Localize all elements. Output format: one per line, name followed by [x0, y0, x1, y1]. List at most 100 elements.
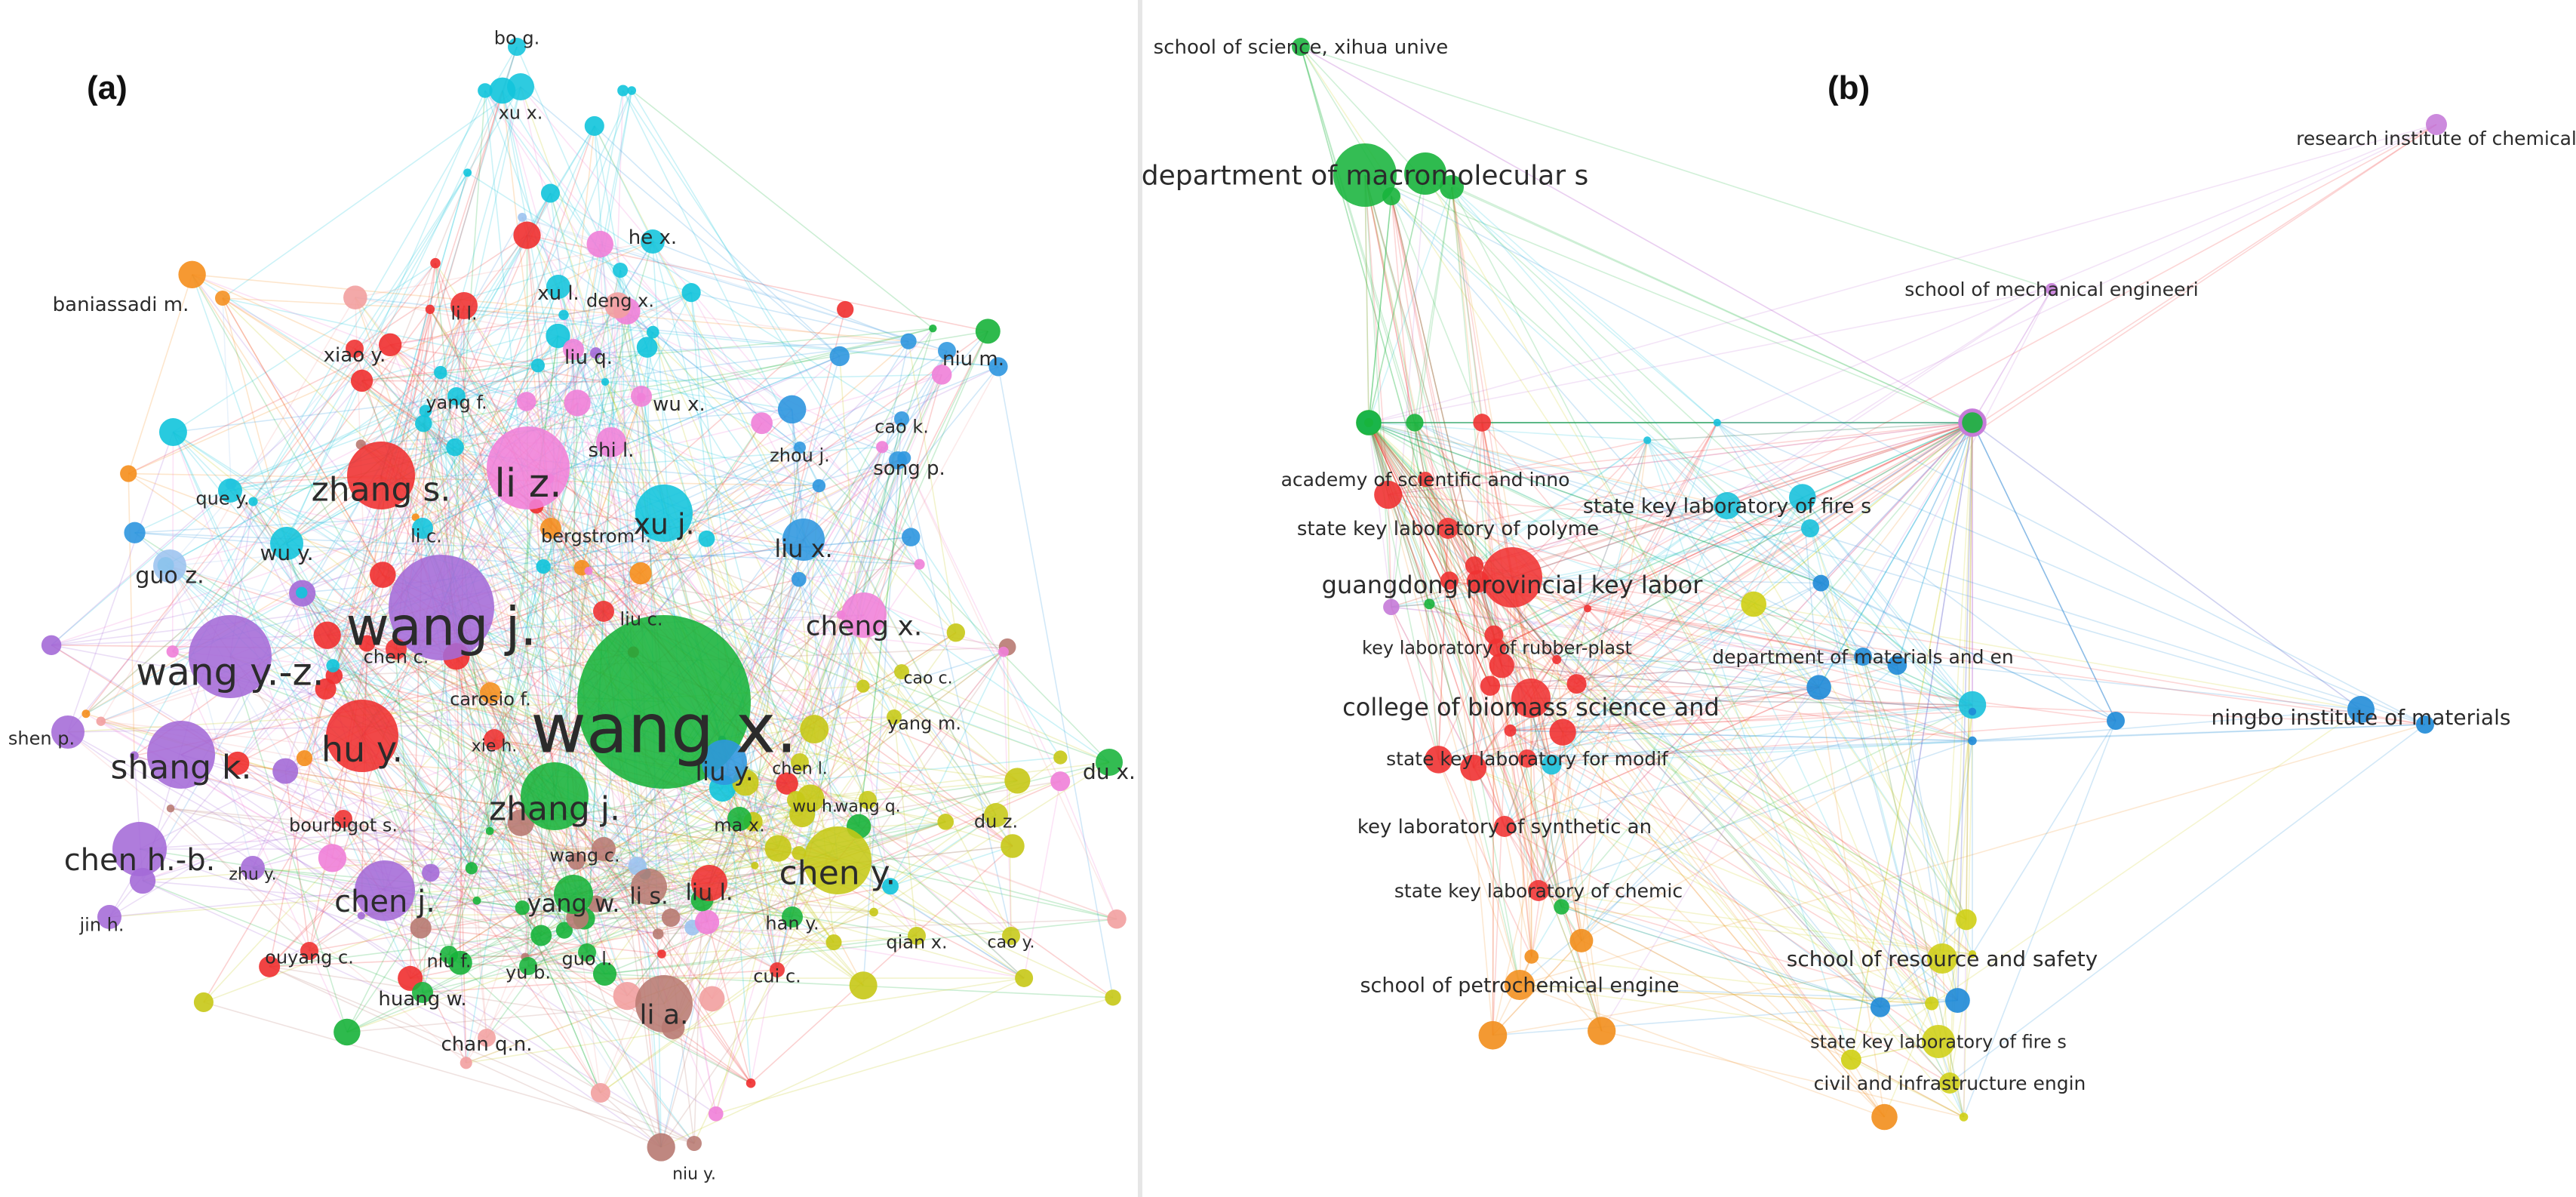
edge	[1391, 195, 1440, 760]
edge	[1451, 186, 1973, 423]
node-unlabeled	[601, 377, 610, 386]
edge	[1368, 124, 2437, 423]
node-label-mech-eng: school of mechanical engineeri	[1904, 278, 2198, 300]
edge	[745, 632, 957, 783]
node-label-research-chem: research institute of chemical	[2296, 128, 2576, 149]
edge	[1526, 664, 1898, 759]
edge	[520, 823, 529, 967]
edge	[603, 787, 723, 850]
edge	[1391, 195, 1973, 712]
edge	[1492, 635, 1495, 1035]
edge	[1391, 607, 1440, 760]
node-unlabeled	[485, 826, 494, 835]
edge	[1368, 422, 1474, 768]
edge	[134, 755, 574, 895]
node-unlabeled	[472, 896, 481, 905]
edge	[284, 771, 310, 952]
node-zhang-s	[347, 442, 415, 509]
node-label-rubber-plast: key laboratory of rubber-plast	[1362, 637, 1632, 658]
edge	[361, 331, 653, 737]
edge	[754, 447, 883, 866]
edge	[752, 447, 801, 822]
edge	[332, 286, 559, 666]
edge	[660, 651, 1004, 1148]
edge	[862, 685, 1061, 759]
node-unlabeled	[1107, 909, 1127, 929]
edge	[1511, 577, 1528, 759]
node-yang-w	[554, 875, 593, 914]
node-chan-qn	[478, 1029, 496, 1047]
edge	[622, 90, 820, 486]
edge	[637, 821, 946, 867]
edge	[1519, 758, 1528, 986]
edge	[1575, 505, 1728, 685]
edge	[603, 537, 911, 850]
edge	[706, 818, 740, 922]
edge	[423, 423, 524, 908]
node-unlabeled	[1440, 571, 1459, 590]
node-unlabeled	[764, 835, 792, 862]
edge	[1414, 422, 1503, 666]
edge	[301, 592, 606, 975]
node-unlabeled	[567, 852, 586, 870]
edge	[1531, 955, 1603, 1032]
edge	[303, 335, 559, 759]
node-label-macromolecular: department of macromolecular s	[1142, 161, 1588, 192]
node-label-jin-h: jin h.	[78, 914, 124, 935]
edge	[301, 192, 552, 594]
node-unlabeled	[513, 221, 541, 249]
edge	[1368, 422, 1821, 584]
edge	[448, 954, 601, 1094]
node-unlabeled	[358, 635, 376, 652]
edge	[366, 642, 1025, 979]
edge	[229, 490, 397, 650]
node-label-guangdong: guangdong provincial key labor	[1322, 571, 1704, 599]
edge	[203, 1002, 695, 1144]
edge	[1451, 186, 1728, 506]
edge	[564, 402, 578, 931]
edge	[286, 90, 486, 544]
edge	[1511, 422, 1973, 578]
edge	[1519, 984, 1932, 1005]
edge	[1530, 697, 1943, 959]
edge	[554, 381, 606, 797]
edge	[1368, 422, 1491, 687]
edge	[536, 506, 641, 574]
node-unlabeled	[369, 562, 396, 588]
edge	[1496, 422, 1973, 648]
edge	[581, 536, 911, 569]
edge	[1003, 651, 1012, 937]
edge	[309, 822, 521, 952]
edge	[893, 716, 918, 937]
edge	[1481, 422, 1498, 648]
node-unlabeled	[1424, 598, 1435, 610]
edge	[1726, 288, 2052, 506]
edge	[380, 475, 1114, 999]
node-unlabeled	[751, 861, 759, 869]
edge	[1972, 422, 2116, 722]
edge	[382, 309, 431, 575]
edge	[1530, 697, 1563, 907]
node-label-yang-w: yang w.	[527, 889, 620, 918]
panel-a-author-network: wang x.wang j.li z.wang y.-z.zhang s.hu …	[0, 0, 1138, 1197]
node-unlabeled	[1504, 724, 1517, 737]
node-unlabeled	[856, 679, 870, 693]
edge	[230, 291, 692, 485]
node-label-song-p: song p.	[873, 457, 945, 480]
edge	[51, 478, 550, 646]
node-label-dept-materials: department of materials and en	[1712, 646, 2013, 668]
edge	[1587, 608, 1864, 657]
node-unlabeled	[296, 749, 313, 767]
edge	[1429, 603, 1495, 635]
edge	[252, 867, 695, 1144]
edge	[1581, 422, 1973, 941]
edge	[284, 350, 948, 772]
edge	[1561, 906, 1973, 955]
edge	[1388, 494, 1973, 706]
node-unlabeled	[1552, 654, 1562, 665]
node-chen-y	[804, 826, 871, 894]
edge	[471, 867, 695, 1144]
node-unlabeled	[120, 465, 137, 482]
edge	[1561, 704, 1973, 908]
edge	[862, 418, 902, 986]
